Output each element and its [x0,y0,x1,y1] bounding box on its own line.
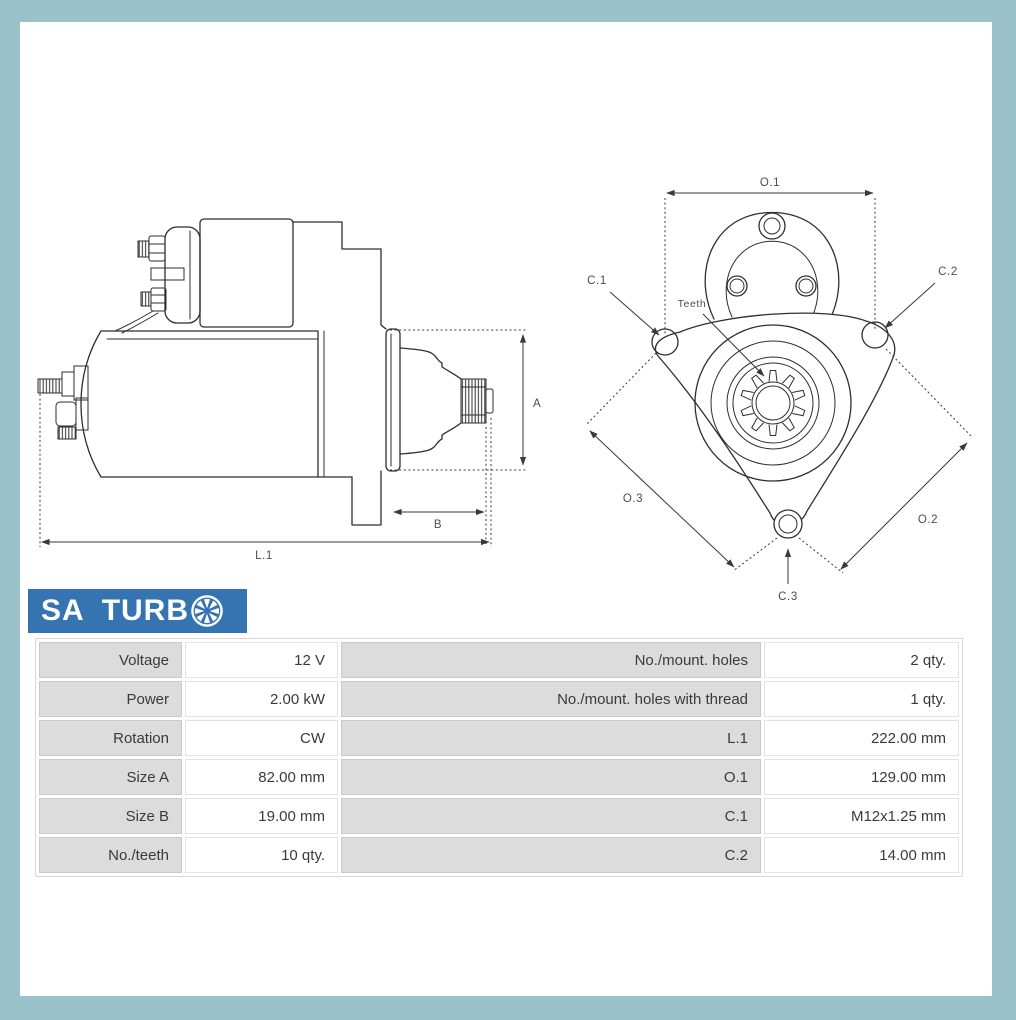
dim-label-o2: O.2 [918,514,938,526]
spec-label: C.1 [341,798,761,834]
spec-label: C.2 [341,837,761,873]
turbo-fan-icon [191,595,223,627]
spec-label: L.1 [341,720,761,756]
dim-label-l1: L.1 [255,550,273,562]
dim-label-b: B [434,519,442,531]
starter-motor-side-view: A B L.1 [37,218,541,562]
spec-label: No./teeth [39,837,182,873]
spec-label: Power [39,681,182,717]
spec-label: Rotation [39,720,182,756]
spec-value: 2.00 kW [185,681,338,717]
spec-label: O.1 [341,759,761,795]
spec-value: 129.00 mm [764,759,959,795]
dim-label-o1: O.1 [760,177,780,189]
spec-label: Size A [39,759,182,795]
technical-drawing: A B L.1 [37,177,972,603]
brand-logo: SA TURB [28,589,247,633]
dim-label-c3: C.3 [778,591,798,603]
spec-value: CW [185,720,338,756]
spec-label: Voltage [39,642,182,678]
starter-motor-front-view: O.1 C.1 C.2 Teeth O.3 O.2 C.3 [585,177,972,603]
spec-value: 19.00 mm [185,798,338,834]
pinion-teeth [740,370,806,436]
dim-label-teeth: Teeth [678,298,707,310]
brand-word-2: TURB [101,594,190,627]
dim-label-o3: O.3 [623,493,643,505]
spec-value: 14.00 mm [764,837,959,873]
spec-value: 10 qty. [185,837,338,873]
spec-value: 82.00 mm [185,759,338,795]
brand-word-1: SA [41,594,85,627]
spec-label: No./mount. holes with thread [341,681,761,717]
spec-value: M12x1.25 mm [764,798,959,834]
dim-label-c2: C.2 [938,266,958,278]
specs-table: Voltage 12 V No./mount. holes 2 qty. Pow… [35,638,963,877]
spec-value: 12 V [185,642,338,678]
content-area: A B L.1 [20,22,992,996]
spec-label: No./mount. holes [341,642,761,678]
spec-value: 2 qty. [764,642,959,678]
spec-value: 1 qty. [764,681,959,717]
spec-value: 222.00 mm [764,720,959,756]
dim-label-c1: C.1 [587,275,607,287]
dim-label-a: A [533,398,541,410]
spec-label: Size B [39,798,182,834]
